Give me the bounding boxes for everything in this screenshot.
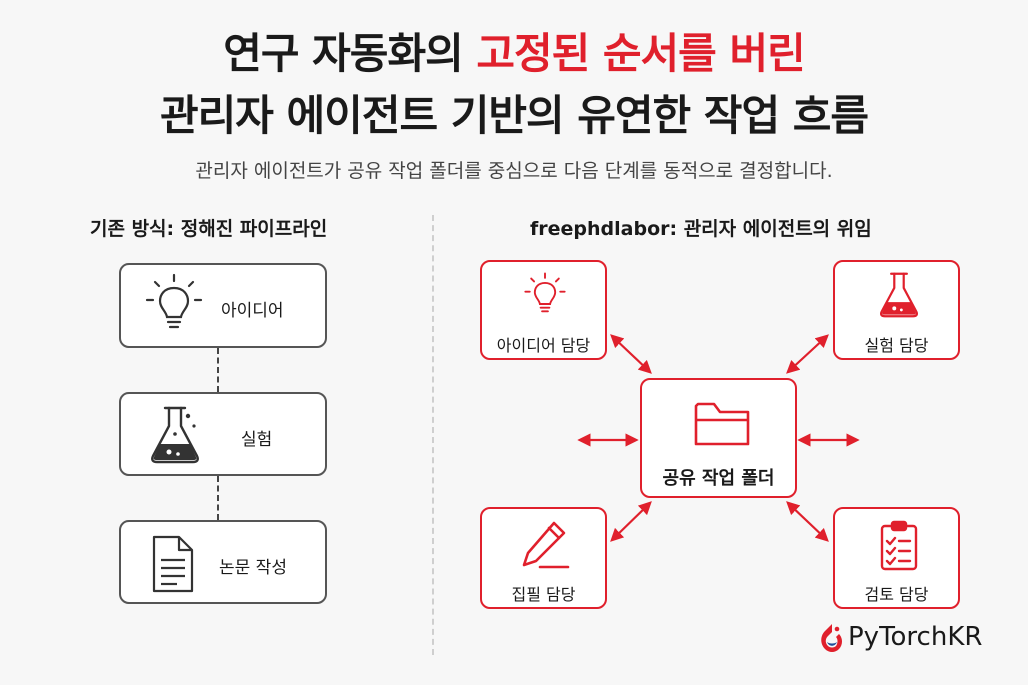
flask-icon: [151, 406, 199, 464]
clipboard-check-icon: [880, 520, 918, 571]
agent-writing: 집필 담당: [480, 507, 607, 609]
pipeline-step-writing: 논문 작성: [119, 520, 327, 604]
arrow-writing-agent: [610, 501, 652, 542]
pytorch-flame-icon: [821, 624, 842, 652]
document-icon: [152, 535, 194, 593]
pipeline-connector-1: [217, 348, 219, 392]
folder-icon: [694, 402, 750, 446]
pipeline-step-label: 실험: [241, 430, 273, 450]
shared-folder-hub: 공유 작업 폴더: [640, 378, 797, 498]
agent-label: 집필 담당: [511, 585, 576, 604]
page-title-line-1: 연구 자동화의 고정된 순서를 버린: [0, 28, 1028, 81]
pipeline-step-label: 논문 작성: [219, 558, 287, 578]
page-subtitle: 관리자 에이전트가 공유 작업 폴더를 중심으로 다음 단계를 동적으로 결정합…: [195, 160, 833, 182]
lightbulb-icon: [524, 272, 566, 313]
lightbulb-icon: [145, 273, 203, 329]
agent-label: 실험 담당: [864, 336, 929, 355]
left-section-heading: 기존 방식: 정해진 파이프라인: [90, 218, 328, 240]
pipeline-step-idea: 아이디어: [119, 263, 327, 348]
pipeline-connector-2: [217, 476, 219, 520]
arrow-idea-agent: [610, 334, 652, 374]
title-highlight: 고정된 순서를 버린: [476, 29, 805, 78]
page-title-line-2: 관리자 에이전트 기반의 유연한 작업 흐름: [160, 91, 869, 140]
agent-experiment: 실험 담당: [833, 260, 960, 360]
pipeline-step-label: 아이디어: [221, 301, 284, 321]
title-prefix: 연구 자동화의: [223, 29, 477, 78]
pencil-icon: [522, 521, 570, 569]
agent-idea: 아이디어 담당: [480, 260, 607, 360]
agent-label: 검토 담당: [864, 585, 929, 604]
brand-name: PyTorchKR: [848, 622, 983, 652]
right-section-heading: freephdlabor: 관리자 에이전트의 위임: [530, 218, 872, 240]
agent-label: 아이디어 담당: [496, 336, 591, 355]
arrow-experiment-agent: [786, 334, 829, 374]
shared-folder-label: 공유 작업 폴더: [662, 468, 775, 489]
section-divider: [432, 215, 434, 655]
agent-review: 검토 담당: [833, 507, 960, 609]
pipeline-step-experiment: 실험: [119, 392, 327, 476]
arrow-review-agent: [786, 501, 829, 542]
flask-icon: [880, 272, 918, 318]
